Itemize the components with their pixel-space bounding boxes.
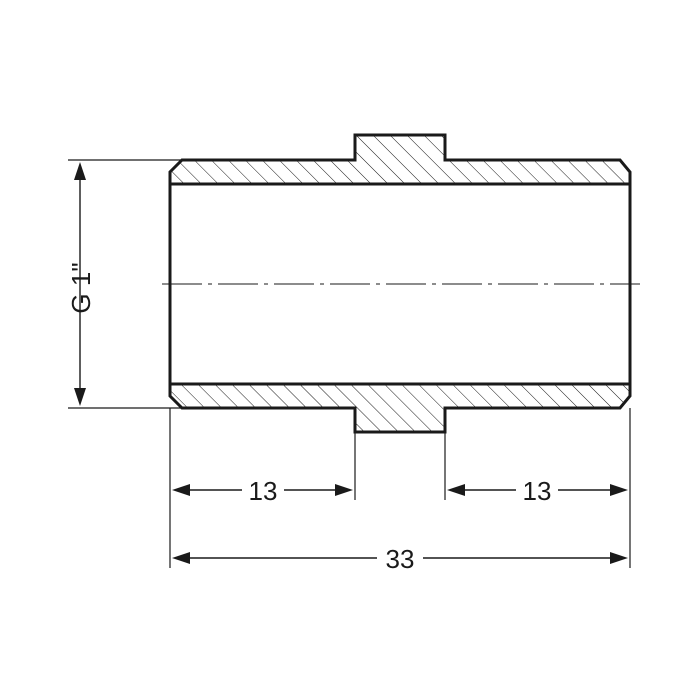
left-length-arrow-start [172, 484, 190, 496]
right-length-arrow-start [447, 484, 465, 496]
total-length-label: 33 [386, 544, 415, 574]
fitting-outline [168, 133, 632, 434]
left-length-arrow-end [335, 484, 353, 496]
right-length-label: 13 [523, 476, 552, 506]
total-length-arrow-end [610, 552, 628, 564]
total-length-arrow-start [172, 552, 190, 564]
thread-label: G 1" [66, 262, 96, 313]
upper-wall-section [170, 135, 630, 184]
right-length-arrow-end [610, 484, 628, 496]
thread-arrow-top [74, 162, 86, 180]
lower-wall-section [170, 384, 630, 432]
thread-arrow-bottom [74, 388, 86, 406]
left-length-label: 13 [249, 476, 278, 506]
